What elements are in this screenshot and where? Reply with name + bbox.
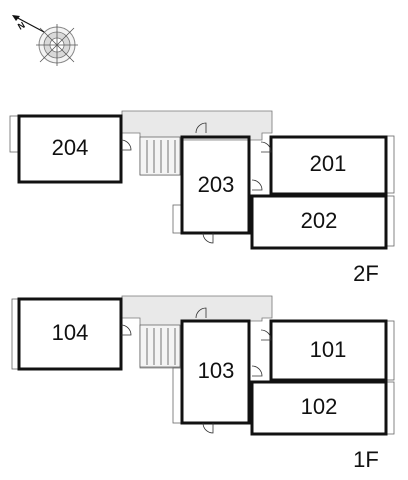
room-103 xyxy=(180,319,251,425)
room-label: 201 xyxy=(310,151,347,176)
door-104 xyxy=(120,324,132,336)
door-204 xyxy=(120,139,132,151)
room-label: 101 xyxy=(310,337,347,362)
room-202 xyxy=(250,194,388,250)
room-101 xyxy=(269,319,388,382)
room-label: 204 xyxy=(52,135,89,160)
door-202 xyxy=(251,179,263,191)
room-label: 202 xyxy=(301,208,338,233)
floor-label: 1F xyxy=(353,447,379,472)
stairs-2f xyxy=(139,136,181,176)
floor-2f: 204 203 201 202 2F xyxy=(9,110,395,286)
room-104 xyxy=(17,297,123,371)
floor-1f: 104 103 101 102 1F xyxy=(11,295,395,472)
door-203 xyxy=(195,122,207,134)
room-label: 104 xyxy=(52,320,89,345)
compass-icon: N xyxy=(12,15,78,66)
door-103-rear xyxy=(202,422,214,434)
room-label: 103 xyxy=(198,358,235,383)
room-201 xyxy=(269,135,388,196)
room-102 xyxy=(250,380,388,436)
floor-label: 2F xyxy=(353,261,379,286)
door-102 xyxy=(251,365,263,377)
room-204 xyxy=(17,114,123,184)
door-103 xyxy=(195,307,207,319)
stairs-1f xyxy=(139,324,181,368)
room-203 xyxy=(180,135,251,235)
door-201 xyxy=(260,141,272,153)
room-label: 102 xyxy=(301,394,338,419)
room-label: 203 xyxy=(198,172,235,197)
door-101 xyxy=(260,329,272,341)
door-203-rear xyxy=(202,232,214,244)
compass-north-letter: N xyxy=(16,20,27,32)
